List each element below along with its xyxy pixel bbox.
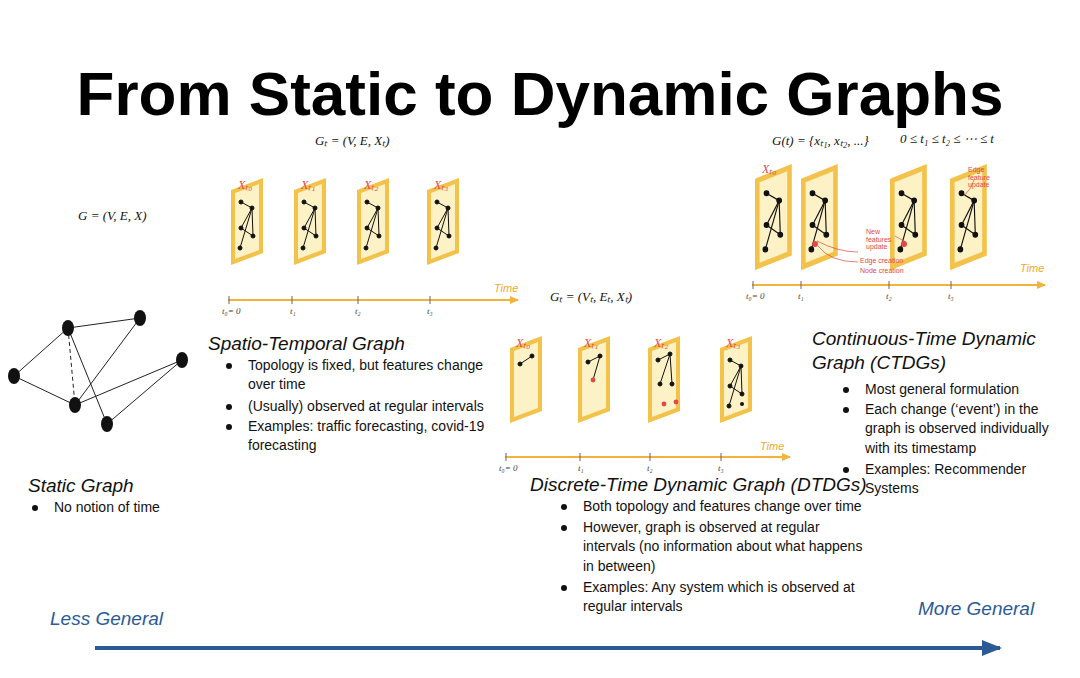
formula: 0 ≤ t₁ ≤ t₂ ≤ ⋯ ≤ t	[900, 131, 994, 147]
section-heading: Spatio-Temporal Graph	[208, 332, 508, 356]
bullet-text: Topology is fixed, but features change o…	[248, 356, 508, 395]
bullet-dot	[561, 504, 567, 510]
bullet-text: Examples: traffic forecasting, covid-19 …	[248, 417, 508, 456]
feature-label: Xₜ₂	[654, 334, 669, 351]
feature-label: Xₜ₂	[364, 176, 379, 193]
bullet-text: Examples: Recommender Systems	[865, 460, 1075, 499]
bullet-dot	[843, 407, 849, 413]
section-heading: Static Graph	[28, 474, 228, 498]
tick-label: t₁	[290, 306, 296, 316]
tick-label: t₃	[948, 291, 954, 301]
annotation: Edge creation	[860, 257, 920, 265]
annotation: Edge feature update	[968, 166, 1008, 189]
bullet-text: No notion of time	[54, 498, 174, 517]
feature-label: Xₜ₀	[762, 160, 777, 177]
tick-label: t₁	[578, 463, 584, 473]
tick-label: t₂	[886, 291, 892, 301]
dtdg-axis	[505, 453, 790, 461]
bullet-text: Examples: Any system which is observed a…	[583, 578, 873, 617]
tick-label: t₃	[718, 463, 724, 473]
tick-label: t₃	[427, 306, 433, 316]
title: From Static to Dynamic Graphs	[0, 58, 1080, 129]
bullet-dot	[561, 525, 567, 531]
stg-frames	[231, 178, 459, 265]
annotation: New features update	[866, 228, 906, 251]
bullet-dot	[32, 505, 38, 511]
axis-label: Time	[1020, 262, 1044, 274]
bullet-dot	[226, 404, 232, 410]
feature-label: Xₜ₃	[434, 176, 449, 193]
stg-axis	[228, 296, 518, 304]
tick-label: t₂	[647, 463, 653, 473]
ctdg-leaders	[817, 180, 974, 262]
section-heading: Continuous-Time Dynamic Graph (CTDGs)	[812, 327, 1052, 375]
feature-label: Xₜ₃	[726, 334, 741, 351]
tick-label: t₀= 0	[222, 306, 240, 316]
dtdg-frames	[510, 336, 752, 423]
formula: Gₜ = (V, E, Xₜ)	[315, 131, 389, 149]
bullet-dot	[843, 467, 849, 473]
bullet-text: Most general formulation	[865, 380, 1075, 399]
feature-label: Xₜ₁	[584, 334, 599, 351]
feature-label: Xₜ₀	[238, 176, 253, 193]
formula: G(t) = {xₜ₁, xₜ₂, ...}	[772, 131, 869, 149]
feature-label: Xₜ₀	[516, 334, 531, 351]
bullet-dot	[561, 585, 567, 591]
axis-label: Time	[760, 440, 784, 452]
tick-label: t₁	[798, 291, 804, 301]
bullet-text: However, graph is observed at regular in…	[583, 518, 873, 576]
section-heading: Discrete-Time Dynamic Graph (DTDGs)	[530, 473, 890, 497]
bullet-dot	[226, 363, 232, 369]
axis-caption: More General	[918, 598, 1034, 620]
bullet-text: (Usually) observed at regular intervals	[248, 397, 508, 416]
generality-arrow	[95, 646, 1000, 650]
axis-caption: Less General	[50, 608, 163, 630]
bullet-text: Both topology and features change over t…	[583, 497, 883, 516]
formula: Gₜ = (Vₜ, Eₜ, Xₜ)	[550, 287, 632, 305]
tick-label: t₀= 0	[499, 463, 517, 473]
tick-label: t₂	[355, 306, 361, 316]
formula: G = (V, E, X)	[78, 208, 146, 224]
static-graph	[8, 310, 188, 432]
ctdg-axis	[752, 281, 1045, 289]
bullet-dot	[226, 424, 232, 430]
bullet-dot	[843, 387, 849, 393]
bullet-text: Each change (‘event’) in the graph is ob…	[865, 400, 1075, 458]
annotation: Node creation	[860, 267, 920, 275]
axis-label: Time	[494, 282, 518, 294]
feature-label: Xₜ₁	[301, 176, 316, 193]
tick-label: t₀= 0	[746, 291, 764, 301]
ctdg-frames	[755, 164, 987, 270]
